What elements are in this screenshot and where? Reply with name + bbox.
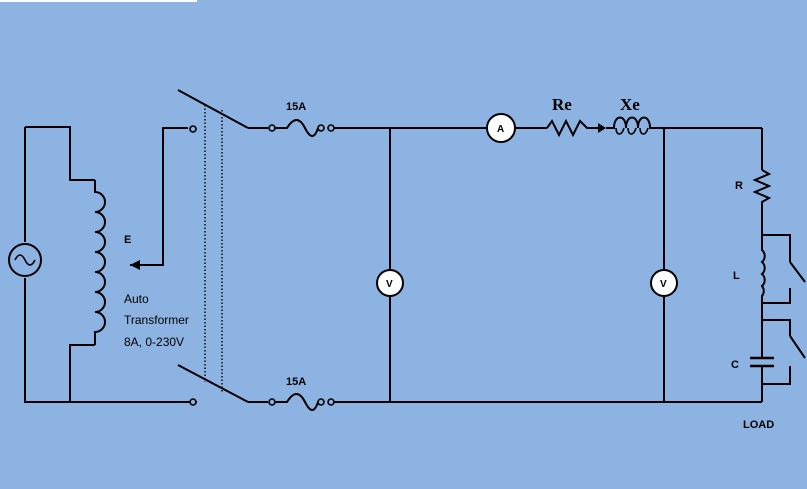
load-title: LOAD [743,419,774,431]
double-pole-switch[interactable] [177,89,268,406]
background-top-strip [197,0,807,2]
switch-bottom-contact [189,398,197,406]
tap-label: E [124,234,131,246]
background-panel-edge [0,44,807,489]
load-inductor [760,235,766,320]
ac-source [8,126,197,403]
load-l-label: L [733,270,740,282]
re-label: Re [552,95,572,114]
ammeter-label: A [497,124,504,135]
fuse-top [268,119,487,137]
voltmeter-load-label: V [660,279,667,290]
ammeter [486,113,547,143]
inductor-bypass-switch[interactable] [789,261,806,283]
tap-arrow-head [130,260,140,270]
sine-wave-icon [14,254,36,266]
fuse-bottom [268,393,762,411]
fuse-bottom-label: 15A [286,376,306,388]
switch-top-contact [189,125,197,133]
autotransformer-tap [130,127,188,270]
load-resistor [752,169,772,235]
voltmeter-input-branch [376,128,404,402]
autotransformer-rating: 8A, 0-230V [124,335,184,349]
line-resistance [546,118,606,138]
load-branch [750,128,806,402]
switch-top-blade [177,89,249,129]
load-c-label: C [731,359,739,371]
voltmeter-input [376,269,404,297]
capacitor-bypass-switch[interactable] [789,335,806,359]
voltmeter-input-label: V [386,279,393,290]
voltmeter-load [650,269,678,297]
autotransformer-coil [94,180,106,345]
xe-label: Xe [620,95,640,114]
autotransformer-name-line1: Auto [124,292,149,306]
load-r-label: R [735,180,743,192]
fuse-top-label: 15A [286,101,306,113]
autotransformer-name-line2: Transformer [124,313,189,327]
voltmeter-load-branch [650,127,762,402]
line-reactance [606,116,664,135]
switch-bottom-blade [177,364,249,403]
